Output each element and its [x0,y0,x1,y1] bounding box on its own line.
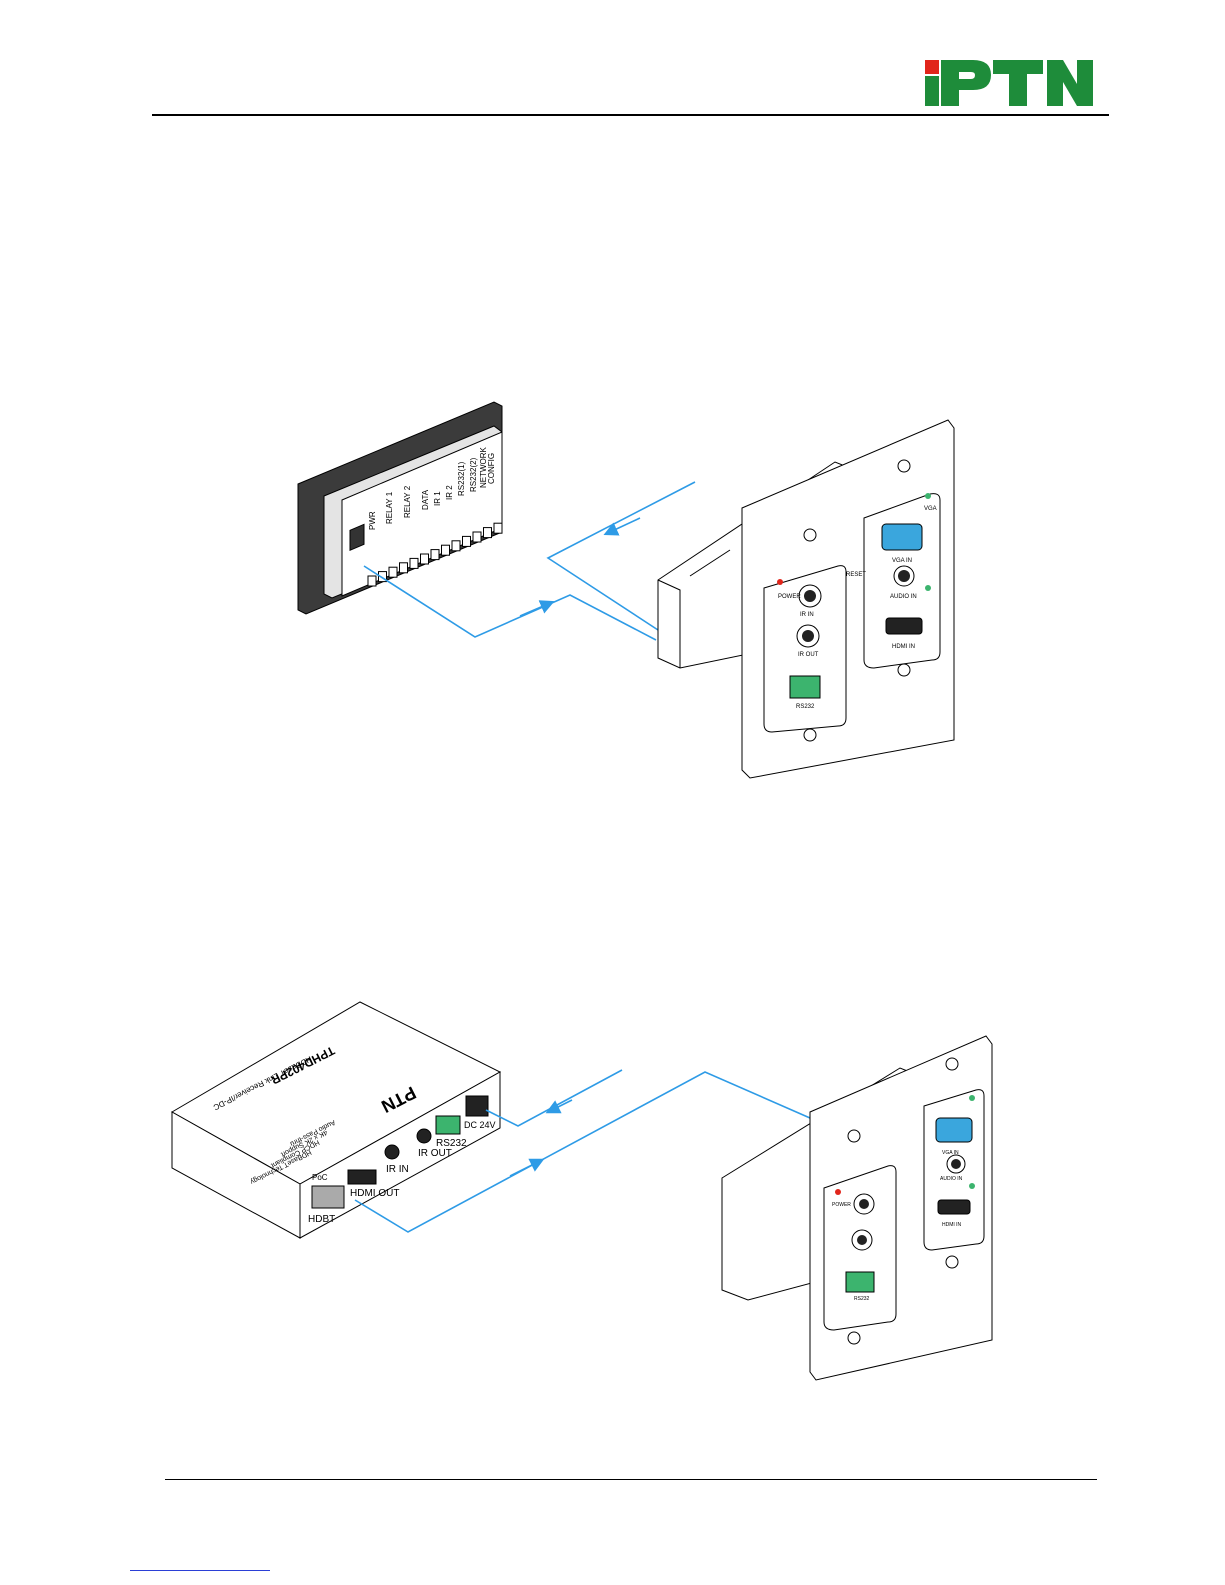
terminal-label-config: CONFIG [487,453,496,484]
terminal-pin [493,522,503,534]
logo-red-square [925,60,939,74]
rs232-label: RS232 [796,704,815,710]
hdmi-in-port [885,617,923,635]
hdmi-in-label: HDMI IN [892,644,915,650]
terminal-label-ir2: IR 2 [445,485,454,500]
ir-out-jack-rx [416,1128,432,1144]
terminal-pin [409,557,419,569]
figure-wallplate-terminal: PWR RELAY 1 RELAY 2 DATA IR 1 IR 2 RS232… [297,401,955,779]
terminal-pin [388,566,398,578]
hdbt-port [311,1185,345,1209]
hdmi-out-label: HDMI OUT [350,1188,399,1199]
audio-in-label-2: AUDIO IN [940,1176,963,1182]
terminal-pin [483,527,492,539]
hdmi-in-label-2: HDMI IN [942,1222,962,1228]
ir-in-label: IR IN [800,612,814,618]
terminal-label-network: NETWORK [479,446,488,488]
terminal-pin [420,553,429,565]
vga-port [881,523,923,551]
power-label-2: POWER [832,1202,851,1208]
rs232-label-rx: RS232 [436,1138,467,1149]
terminal-pin [451,540,461,552]
header-rule [152,114,1109,116]
terminal-pin [441,544,450,556]
terminal-pin [462,535,471,547]
dc24v-label: DC 24V [464,1120,496,1130]
footer-rule [165,1479,1097,1480]
ir-in-jack-rx [384,1144,400,1160]
vga-in-label: VGA IN [892,558,912,564]
cables [363,481,696,641]
rs232-label-2: RS232 [854,1296,870,1302]
terminal-pin [399,562,408,574]
terminal-pin [430,549,440,561]
footer-link-underline[interactable] [130,1570,270,1571]
terminal-label-data: DATA [421,489,430,510]
power-label: POWER [778,594,801,600]
hdmi-out-port [347,1169,377,1185]
terminal-panel: PWR RELAY 1 RELAY 2 DATA IR 1 IR 2 RS232… [297,401,503,615]
receiver-box: HDBT HDMI OUT IR IN IR OUT RS232 DC 24V … [170,1001,502,1239]
poc-label: PoC [312,1173,328,1182]
terminal-label-ir1: IR 1 [433,491,442,506]
ptn-logo [925,60,1093,106]
terminal-label-relay1: RELAY 1 [385,491,394,524]
audio-in-label: AUDIO IN [890,594,917,600]
reset-label: RESET [846,572,866,578]
terminal-label-rs232-2: RS232(2) [469,457,478,492]
cables-2 [354,1069,811,1233]
terminal-label-rs232-1: RS232(1) [457,461,466,496]
rs232-terminal-rx [435,1115,461,1135]
ir-out-label: IR OUT [798,652,819,658]
ir-out-label-rx: IR OUT [418,1148,452,1159]
terminal-pin [367,575,377,587]
wall-plate: POWER IR IN IR OUT RS232 VGA VGA IN AUDI… [657,419,955,779]
dc24v-port [465,1095,489,1117]
power-led [777,579,783,585]
vga-label: VGA [924,506,937,512]
ir-in-label-rx: IR IN [386,1164,409,1175]
terminal-label-pwr: PWR [368,511,377,530]
terminal-pin [378,571,387,583]
terminal-pin [472,531,482,543]
rs232-terminal [789,675,821,699]
figure-wallplate-receiver: HDBT HDMI OUT IR IN IR OUT RS232 DC 24V … [170,1001,993,1381]
vga-in-label-2: VGA IN [942,1150,959,1156]
terminal-label-relay2: RELAY 2 [403,485,412,518]
wall-plate-2: POWER RS232 VGA IN AUDIO IN HDMI IN [721,1035,993,1381]
hdbt-label: HDBT [308,1214,335,1225]
